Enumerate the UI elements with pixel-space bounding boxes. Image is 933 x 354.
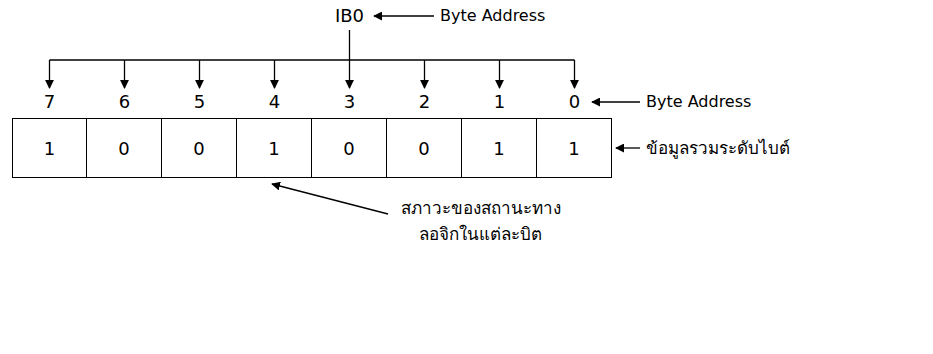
bit-value: 0 <box>118 138 129 159</box>
bit-value: 1 <box>568 138 579 159</box>
bit-value: 0 <box>343 138 354 159</box>
address-caption: Byte Address <box>646 92 751 111</box>
bit-number: 7 <box>44 91 55 113</box>
bit-number: 3 <box>344 91 355 113</box>
bit-number: 0 <box>569 91 580 113</box>
bit-cell: 1 <box>237 118 312 178</box>
bit-cell: 0 <box>162 118 237 178</box>
bit-cell: 0 <box>87 118 162 178</box>
bit-value: 1 <box>268 138 279 159</box>
bit-number: 2 <box>419 91 430 113</box>
bit-number: 6 <box>119 91 130 113</box>
byte-address-name: IB0 <box>335 5 364 27</box>
pointer-arrow <box>616 147 640 148</box>
stem-line <box>349 30 350 60</box>
bit-value: 1 <box>493 138 504 159</box>
pointer-arrow <box>374 15 434 16</box>
bit-cell: 1 <box>537 118 612 178</box>
pointer-arrow <box>592 101 640 102</box>
bit-cell: 0 <box>312 118 387 178</box>
bit-state-caption: สภาวะของสถานะทาง ลอจิกในแต่ละบิต <box>393 196 568 247</box>
bit-number: 4 <box>269 91 280 113</box>
address-caption: Byte Address <box>440 6 545 25</box>
bit-value: 0 <box>418 138 429 159</box>
bit-cell: 0 <box>387 118 462 178</box>
bit-value: 0 <box>193 138 204 159</box>
bit-number: 1 <box>494 91 505 113</box>
bit-cell: 1 <box>12 118 87 178</box>
bit-cell: 1 <box>462 118 537 178</box>
bracket-line <box>50 59 575 60</box>
leader-arrow <box>272 184 388 214</box>
bit-number: 5 <box>194 91 205 113</box>
bit-value: 1 <box>44 138 55 159</box>
byte-data-caption: ข้อมูลรวมระดับไบต์ <box>646 138 790 158</box>
